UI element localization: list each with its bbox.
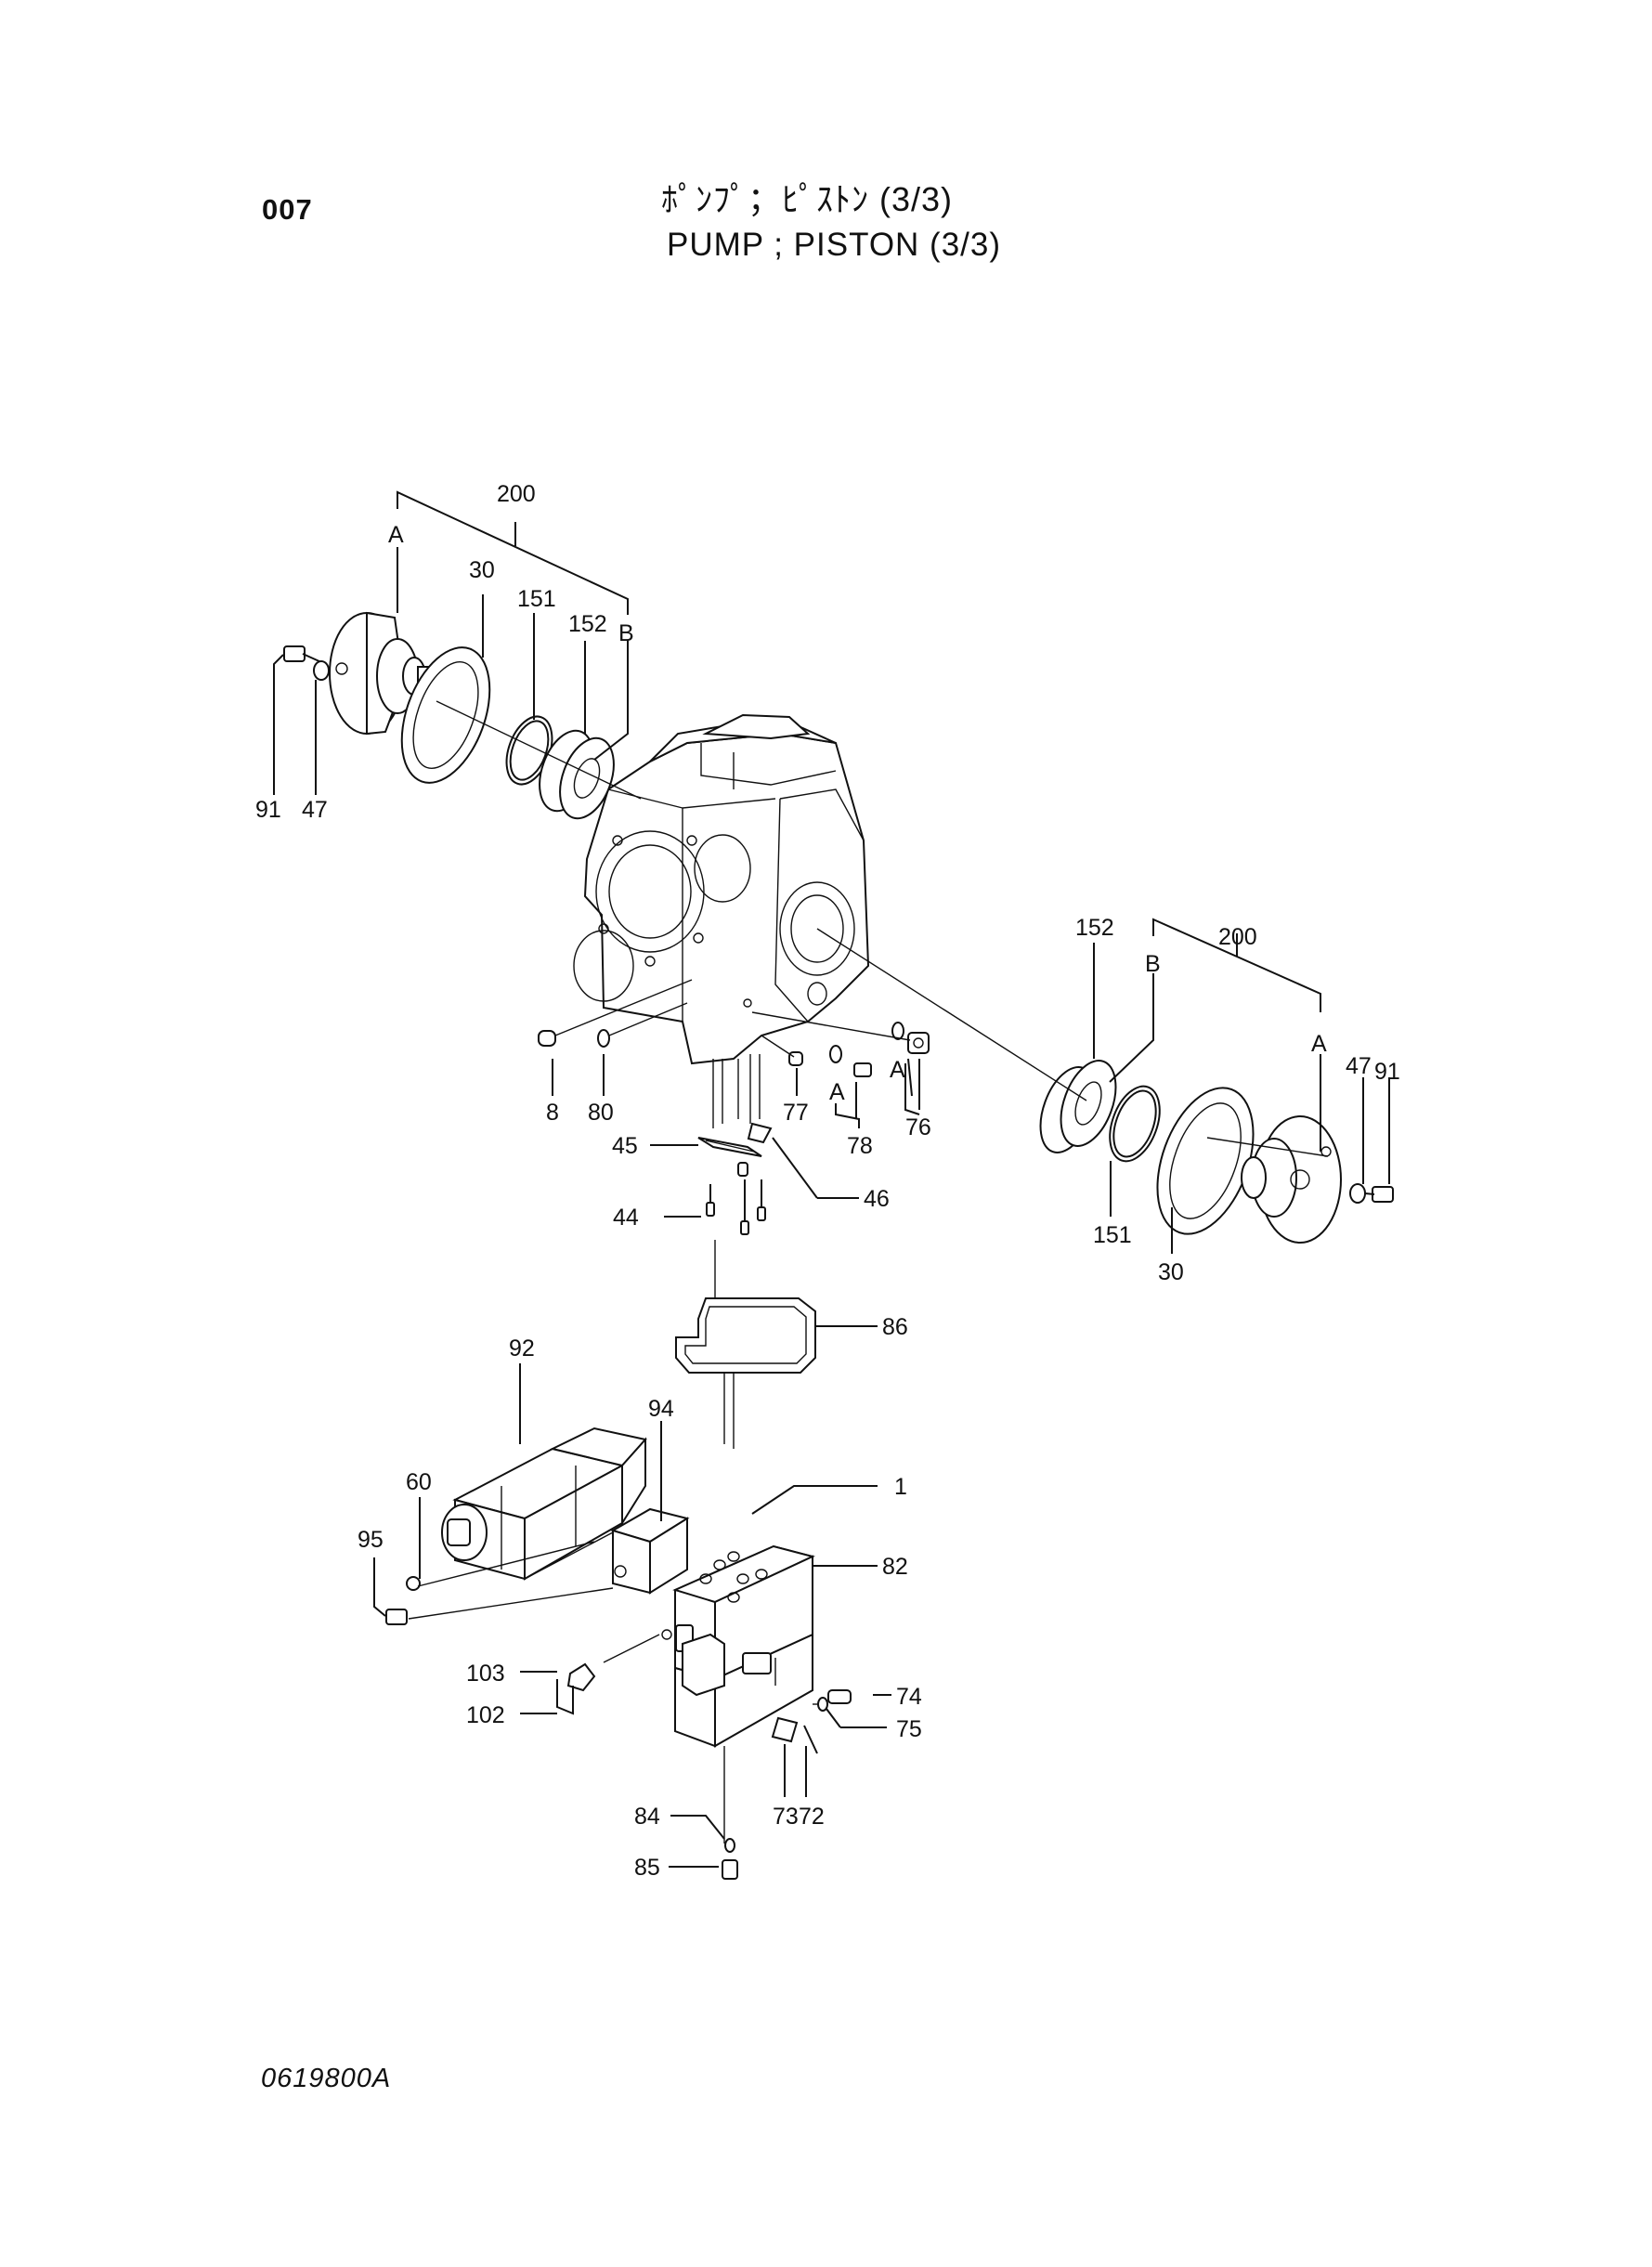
- callout-30-right: 30: [1158, 1259, 1184, 1285]
- page-number: 007: [262, 193, 313, 226]
- callout-45: 45: [612, 1133, 638, 1159]
- callout-91-left: 91: [255, 797, 281, 823]
- callout-94: 94: [648, 1396, 674, 1422]
- callout-74: 74: [896, 1684, 922, 1710]
- callout-78: 78: [847, 1133, 873, 1159]
- pump-housing: [573, 713, 870, 1128]
- callout-30-top: 30: [469, 557, 495, 583]
- callout-47-left: 47: [302, 797, 328, 823]
- callout-labels: 200 A 30 151 152 B 91 47 152 200 B A 47 …: [255, 481, 1400, 1881]
- callout-75: 75: [896, 1716, 922, 1742]
- callout-85: 85: [634, 1855, 660, 1881]
- callout-B-right: B: [1145, 951, 1161, 977]
- callout-A-mid2: A: [890, 1057, 905, 1083]
- callout-80: 80: [588, 1100, 614, 1126]
- callout-151-right: 151: [1093, 1222, 1132, 1248]
- callout-82: 82: [882, 1554, 908, 1580]
- control-block: [603, 1485, 878, 1844]
- callout-200-top: 200: [497, 481, 536, 507]
- callout-152-right: 152: [1075, 915, 1114, 941]
- mounting-plates: [650, 1122, 859, 1449]
- callout-47-right: 47: [1346, 1053, 1372, 1079]
- callout-86: 86: [882, 1314, 908, 1340]
- callout-A-right: A: [1311, 1031, 1327, 1057]
- callout-152-top: 152: [568, 611, 607, 637]
- drawing-code: 0619800A: [261, 2064, 392, 2093]
- right-cover-assembly: [816, 918, 1394, 1254]
- title-english: PUMP ; PISTON (3/3): [667, 227, 1002, 263]
- callout-84: 84: [634, 1804, 660, 1830]
- callout-102: 102: [466, 1702, 505, 1728]
- callout-91-right: 91: [1374, 1059, 1400, 1085]
- callout-77: 77: [783, 1100, 809, 1126]
- callout-72: 72: [799, 1804, 825, 1830]
- callout-151-top: 151: [517, 586, 556, 612]
- callout-103: 103: [466, 1661, 505, 1687]
- callout-1: 1: [894, 1474, 907, 1500]
- callout-92: 92: [509, 1335, 535, 1362]
- callout-44: 44: [613, 1205, 639, 1231]
- gasket: [675, 1297, 878, 1374]
- callout-A-mid: A: [829, 1079, 845, 1105]
- small-fittings: [538, 979, 930, 1128]
- solenoid-valve: [373, 1363, 690, 1625]
- callout-73: 73: [773, 1804, 799, 1830]
- callout-60: 60: [406, 1469, 432, 1495]
- callout-A-top: A: [388, 522, 404, 548]
- left-cover-assembly: [273, 490, 642, 820]
- title-japanese: ﾎﾟﾝﾌﾟ；ﾋﾟｽﾄﾝ (3/3): [661, 180, 954, 218]
- callout-46: 46: [864, 1186, 890, 1212]
- callout-B-top: B: [618, 620, 634, 646]
- callout-95: 95: [358, 1527, 384, 1553]
- block-fittings: [520, 1662, 891, 1880]
- callout-200-right: 200: [1218, 924, 1257, 950]
- callout-8: 8: [546, 1100, 559, 1126]
- callout-76: 76: [905, 1114, 931, 1140]
